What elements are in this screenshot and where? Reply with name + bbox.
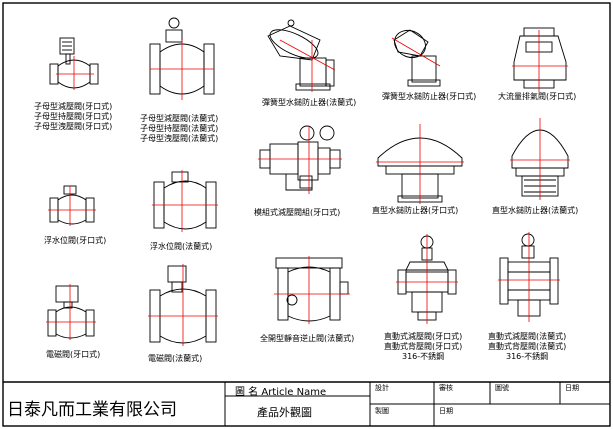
label-line: 子母型減壓閥(法蘭式)	[140, 114, 219, 123]
label-direct-water-hammer-flanged: 直型水鎚防止器(法蘭式)	[492, 206, 578, 216]
float-valve-flanged-drawing	[152, 170, 218, 232]
label-line: 彈簧型水鎚防止器(法蘭式)	[262, 98, 357, 107]
label-silent-check: 全開型靜音逆止閥(法蘭式)	[260, 334, 354, 344]
label-line: 大流量排氣閥(牙口式)	[498, 92, 577, 101]
label-line: 子母型洩壓閥(牙口式)	[34, 122, 113, 131]
float-valve-screwed-drawing	[48, 185, 96, 226]
label-float-valve-flanged: 浮水位閥(法蘭式)	[150, 242, 212, 252]
field-date: 日期	[565, 384, 579, 392]
label-line: 316-不銹鋼	[506, 352, 549, 361]
company-name: 日泰凡而工業有限公司	[7, 400, 177, 420]
label-line: 模組式減壓閥組(牙口式)	[254, 208, 341, 217]
label-line: 直動式背壓閥(法蘭式)	[488, 342, 567, 351]
label-float-valve-screwed: 浮水位閥(牙口式)	[44, 236, 106, 246]
label-line: 直動式背壓閥(牙口式)	[384, 342, 463, 351]
label-line: 電磁閥(牙口式)	[46, 350, 101, 359]
label-solenoid-screwed: 電磁閥(牙口式)	[46, 350, 100, 360]
label-air-vent: 大流量排氣閥(牙口式)	[498, 92, 576, 102]
spring-water-hammer-flanged-drawing	[267, 19, 336, 92]
label-line: 浮水位閥(法蘭式)	[150, 242, 213, 251]
label-direct-prv-flanged: 直動式減壓閥(法蘭式) 直動式背壓閥(法蘭式) 316-不銹鋼	[488, 332, 566, 362]
label-direct-prv-screwed: 直動式減壓閥(牙口式) 直動式背壓閥(牙口式) 316-不銹鋼	[384, 332, 462, 362]
female-prv-screwed-drawing	[49, 37, 99, 90]
air-vent-drawing	[512, 27, 568, 92]
label-female-prv-flanged: 子母型減壓閥(法蘭式) 子母型持壓閥(法蘭式) 子母型洩壓閥(法蘭式)	[140, 114, 218, 144]
label-prv-group: 模組式減壓閥組(牙口式)	[254, 208, 340, 218]
label-line: 子母型持壓閥(法蘭式)	[140, 124, 219, 133]
label-line: 直型水鎚防止器(牙口式)	[372, 206, 459, 215]
drawing-name-label: 圖 名 Article Name	[235, 387, 327, 398]
label-line: 316-不銹鋼	[402, 352, 445, 361]
label-line: 直型水鎚防止器(法蘭式)	[492, 206, 579, 215]
field-drawing-no: 圖號	[495, 384, 509, 392]
direct-water-hammer-flanged-drawing	[510, 118, 570, 200]
label-line: 子母型洩壓閥(法蘭式)	[140, 134, 219, 143]
title-block: 日泰凡而工業有限公司 圖 名 Article Name 產品外觀圖 設計 審核 …	[3, 382, 610, 426]
label-line: 直動式減壓閥(法蘭式)	[488, 332, 567, 341]
label-female-prv-screwed: 子母型減壓閥(牙口式) 子母型持壓閥(牙口式) 子母型洩壓閥(牙口式)	[34, 102, 112, 132]
direct-water-hammer-screwed-drawing	[376, 124, 464, 204]
solenoid-screwed-drawing	[46, 284, 96, 340]
label-spring-water-hammer-flanged: 彈簧型水鎚防止器(法蘭式)	[262, 98, 356, 108]
field-date-2: 日期	[439, 407, 453, 415]
label-line: 彈簧型水鎚防止器(牙口式)	[382, 92, 477, 101]
title-block-lines	[3, 381, 610, 426]
prv-group-drawing	[258, 125, 342, 194]
label-direct-water-hammer-screwed: 直型水鎚防止器(牙口式)	[372, 206, 458, 216]
female-prv-flanged-drawing	[149, 17, 215, 100]
direct-prv-screwed-drawing	[396, 234, 458, 324]
label-line: 子母型持壓閥(牙口式)	[34, 112, 113, 121]
field-design: 設計	[375, 384, 389, 392]
field-drafter: 製圖	[375, 407, 389, 415]
label-line: 電磁閥(法蘭式)	[148, 354, 203, 363]
drawing-name-value: 產品外觀圖	[257, 406, 312, 419]
label-line: 子母型減壓閥(牙口式)	[34, 102, 113, 111]
silent-check-drawing	[274, 256, 350, 324]
label-line: 全開型靜音逆止閥(法蘭式)	[260, 334, 355, 343]
label-spring-water-hammer-screwed: 彈簧型水鎚防止器(牙口式)	[382, 92, 476, 102]
direct-prv-flanged-drawing	[498, 232, 560, 322]
spring-water-hammer-screwed-drawing	[391, 29, 441, 87]
field-review: 審核	[439, 384, 453, 392]
label-line: 直動式減壓閥(牙口式)	[384, 332, 463, 341]
label-line: 浮水位閥(牙口式)	[44, 236, 107, 245]
solenoid-flanged-drawing	[148, 264, 218, 346]
label-solenoid-flanged: 電磁閥(法蘭式)	[148, 354, 202, 364]
